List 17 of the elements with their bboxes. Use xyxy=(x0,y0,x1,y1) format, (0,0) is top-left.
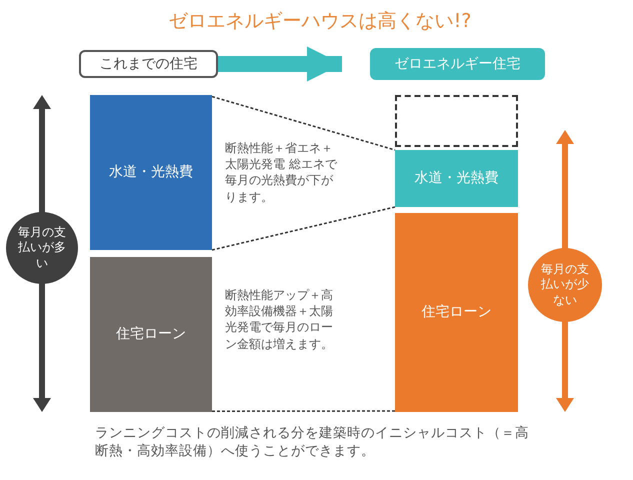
cost-bar: 住宅ローン xyxy=(90,257,212,412)
note-text: 断熱性能＋省エネ＋太陽光発電 総エネで毎月の光熱費が下がります。 xyxy=(225,140,337,205)
label-box: ゼロエネルギー住宅 xyxy=(370,48,545,80)
connector-line xyxy=(212,206,396,251)
connector-line xyxy=(212,410,395,412)
info-circle: 毎月の支払いが多い xyxy=(6,212,78,284)
empty-bar xyxy=(395,95,518,147)
label-box: これまでの住宅 xyxy=(79,50,218,78)
cost-bar: 水道・光熱費 xyxy=(90,95,212,250)
cost-bar: 住宅ローン xyxy=(395,213,518,412)
arrow xyxy=(218,46,342,82)
cost-bar: 水道・光熱費 xyxy=(395,150,518,207)
caption: ランニングコストの削減される分を建築時のイニシャルコスト（＝高断熱・高効率設備）へ使うことができます。 xyxy=(95,424,530,460)
note-text: 断熱性能アップ＋高効率設備機器＋太陽光発電で毎月のローン金額は増えます。 xyxy=(225,287,334,352)
info-circle: 毎月の支払いが少ない xyxy=(528,248,602,322)
connector-line xyxy=(212,96,396,151)
title: ゼロエネルギーハウスは高くない!? xyxy=(168,9,472,34)
